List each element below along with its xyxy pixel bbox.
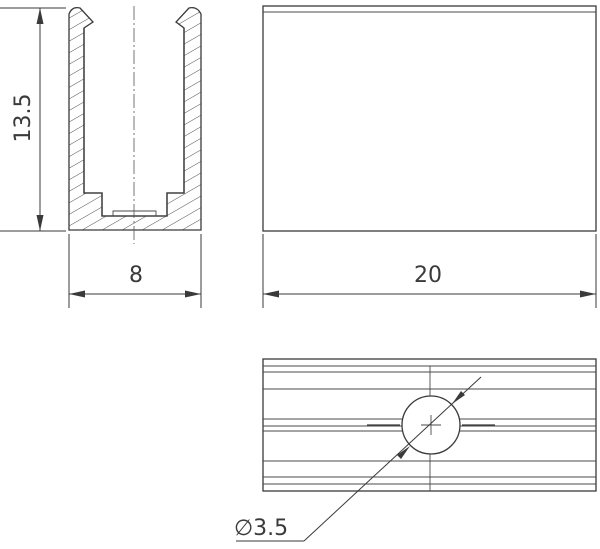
hole-diameter-dimension: ∅3.5 <box>234 376 482 542</box>
side-width-dimension-label: 8 <box>129 263 143 288</box>
height-dimension: 13.5 <box>0 7 66 232</box>
length-dimension: 20 <box>262 234 597 308</box>
profile-cross-section <box>68 6 202 244</box>
profile-section-shape <box>68 6 202 231</box>
hole-diameter-label: ∅3.5 <box>234 516 288 541</box>
profile-channel <box>83 28 185 217</box>
profile-inner-groove <box>112 210 157 216</box>
side-width-dimension: 8 <box>68 234 202 308</box>
length-dimension-label: 20 <box>414 263 442 288</box>
side-view <box>262 5 597 232</box>
height-dimension-label: 13.5 <box>11 94 36 143</box>
